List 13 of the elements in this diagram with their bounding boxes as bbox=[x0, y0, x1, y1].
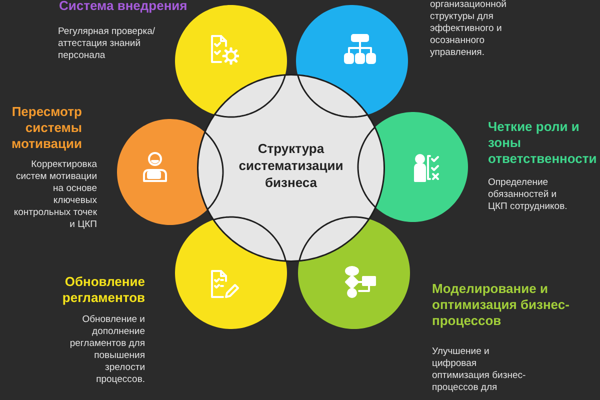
item-description: организационной структуры для эффективного и осознанного управления. bbox=[430, 0, 508, 59]
item-description: Обновление и дополнение регламентов для повышения зрелости процессов. bbox=[68, 314, 145, 386]
item-description: Определение обязанностей и ЦКП сотрудников. bbox=[488, 177, 568, 213]
item-heading: Система внедрения bbox=[59, 0, 188, 14]
item-description: Корректировка систем мотивации на основе ключевых контрольных точек и ЦКП bbox=[12, 159, 97, 231]
item-description: Улучшение и цифровая оптимизация бизнес-процессов для bbox=[432, 346, 527, 394]
item-heading: Четкие роли и зоны ответственности bbox=[488, 119, 598, 167]
hub-label: Структура систематизации бизнеса bbox=[238, 140, 344, 190]
item-heading: Обновление регламентов bbox=[61, 274, 145, 306]
item-heading: Пересмотр системы мотивации bbox=[10, 104, 82, 152]
item-description: Регулярная проверка/ аттестация знаний персонала bbox=[58, 26, 156, 62]
item-heading: Моделирование и оптимизация бизнес-процессов bbox=[432, 281, 570, 329]
hub-circle bbox=[197, 74, 385, 262]
